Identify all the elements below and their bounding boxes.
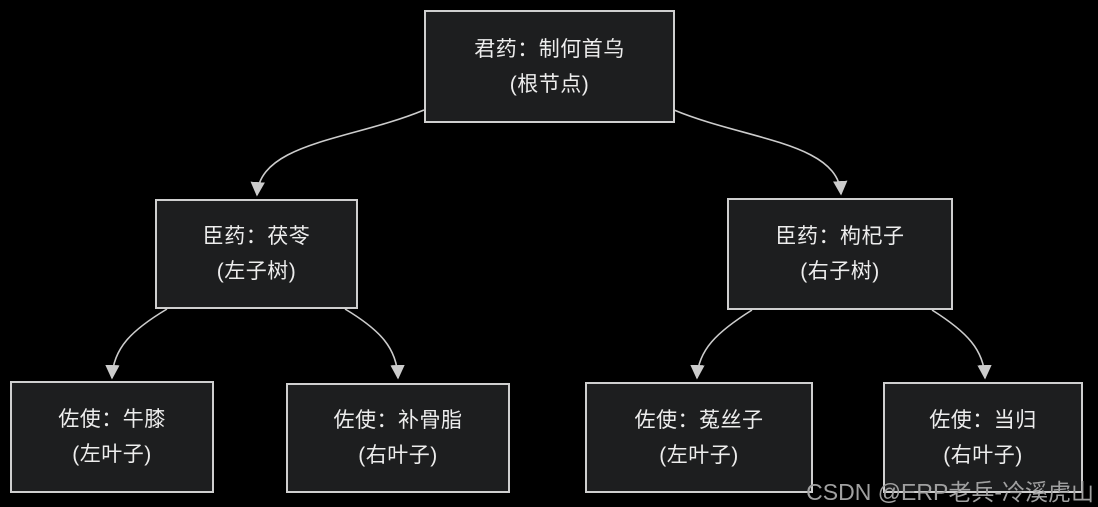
- node-label: 佐使：当归: [929, 408, 1037, 432]
- edge-left-child-to-leaf-1: [105, 308, 168, 380]
- node-label: 佐使：菟丝子: [634, 408, 764, 432]
- node-sublabel: (根节点): [509, 72, 590, 96]
- tree-node-leaf-3: 佐使：菟丝子 (左叶子): [585, 382, 813, 493]
- tree-node-root: 君药：制何首乌 (根节点): [424, 10, 675, 123]
- tree-node-leaf-4: 佐使：当归 (右叶子): [883, 382, 1083, 493]
- node-sublabel: (左叶子): [72, 443, 152, 466]
- edge-right-child-to-leaf-3: [690, 309, 753, 380]
- node-sublabel: (右叶子): [358, 444, 438, 467]
- csdn-watermark: CSDN @ERP老兵-冷溪虎山: [806, 479, 1094, 505]
- node-label: 君药：制何首乌: [474, 37, 625, 61]
- edge-left-child-to-leaf-2: [344, 308, 405, 380]
- tree-node-leaf-1: 佐使：牛膝 (左叶子): [10, 381, 214, 493]
- node-label: 佐使：补骨脂: [333, 409, 463, 432]
- node-sublabel: (右子树): [800, 260, 880, 283]
- tree-node-leaf-2: 佐使：补骨脂 (右叶子): [286, 383, 510, 493]
- node-label: 佐使：牛膝: [58, 408, 166, 431]
- node-label: 臣药：茯苓: [202, 225, 311, 248]
- tree-node-left-child: 臣药：茯苓 (左子树): [155, 199, 358, 309]
- edge-right-child-to-leaf-4: [931, 309, 992, 380]
- edge-root-to-left-child: [250, 109, 425, 197]
- node-sublabel: (右叶子): [943, 443, 1023, 467]
- node-sublabel: (左叶子): [659, 443, 739, 467]
- edge-root-to-right-child: [673, 109, 848, 196]
- tree-node-right-child: 臣药：枸杞子 (右子树): [727, 198, 953, 310]
- node-label: 臣药：枸杞子: [775, 225, 905, 248]
- node-sublabel: (左子树): [216, 260, 297, 283]
